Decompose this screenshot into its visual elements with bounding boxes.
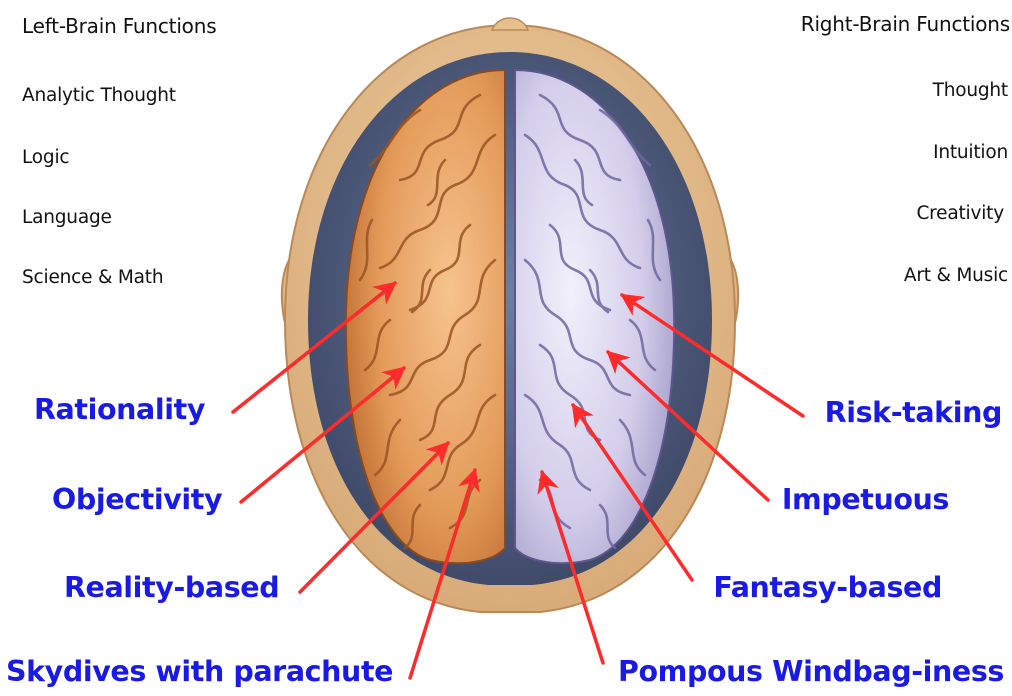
right-functions-title: Right-Brain Functions	[801, 12, 1010, 36]
right-function-item: Intuition	[933, 142, 1008, 163]
right-trait-label: Fantasy-based	[713, 571, 942, 604]
left-function-item: Language	[22, 207, 112, 228]
right-trait-label: Risk-taking	[825, 396, 1002, 429]
left-functions-title: Left-Brain Functions	[22, 14, 216, 38]
right-trait-label: Impetuous	[782, 483, 949, 516]
left-trait-label: Rationality	[34, 393, 205, 426]
right-function-item: Thought	[933, 80, 1008, 101]
nose	[492, 18, 528, 30]
left-trait-label: Skydives with parachute	[6, 655, 393, 688]
right-trait-label: Pompous Windbag-iness	[618, 655, 1004, 688]
right-function-item: Art & Music	[904, 265, 1008, 286]
left-function-item: Science & Math	[22, 267, 163, 288]
left-function-item: Logic	[22, 147, 69, 168]
left-trait-label: Objectivity	[52, 483, 222, 516]
left-trait-label: Reality-based	[64, 571, 279, 604]
left-function-item: Analytic Thought	[22, 85, 176, 106]
right-function-item: Creativity	[916, 203, 1004, 224]
